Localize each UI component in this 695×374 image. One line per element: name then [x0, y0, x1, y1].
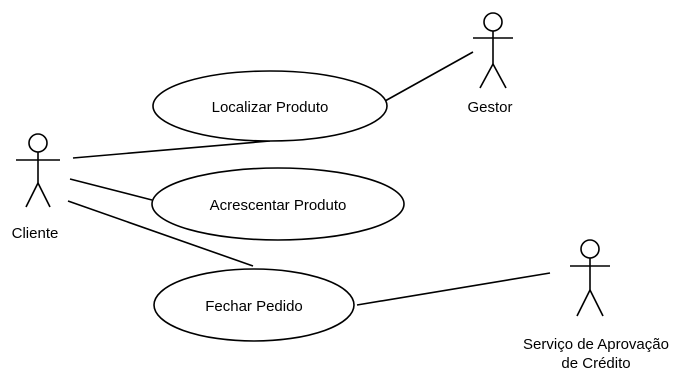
association-servico-fechar: [356, 272, 551, 306]
stick-figure-icon: [16, 133, 60, 208]
actor-gestor: Gestor: [467, 12, 513, 116]
actor-servico-aprovacao-credito: Serviço de Aprovação de Crédito: [523, 239, 669, 372]
use-case-label: Localizar Produto: [212, 99, 329, 116]
stick-figure-icon: [473, 12, 513, 89]
use-case-oval: [151, 167, 405, 241]
use-case-label: Fechar Pedido: [205, 298, 303, 315]
use-case-label: Acrescentar Produto: [210, 197, 347, 214]
association-gestor-localizar: [384, 51, 474, 102]
use-case-oval: [152, 70, 388, 142]
use-case-fechar-pedido: Fechar Pedido: [153, 268, 355, 342]
stick-figure-icon: [570, 239, 610, 317]
actor-label-line-1: Serviço de Aprovação: [523, 336, 669, 353]
association-cliente-fechar: [67, 200, 254, 267]
association-cliente-acrescentar: [69, 178, 153, 201]
use-case-oval: [153, 268, 355, 342]
association-cliente-localizar: [72, 140, 271, 159]
actor-label: Cliente: [12, 225, 59, 242]
use-case-acrescentar-produto: Acrescentar Produto: [151, 167, 405, 241]
actor-cliente: Cliente: [12, 133, 60, 242]
actor-label-line-2: de Crédito: [561, 355, 630, 372]
actor-label: Gestor: [467, 99, 512, 116]
use-case-localizar-produto: Localizar Produto: [152, 70, 388, 142]
